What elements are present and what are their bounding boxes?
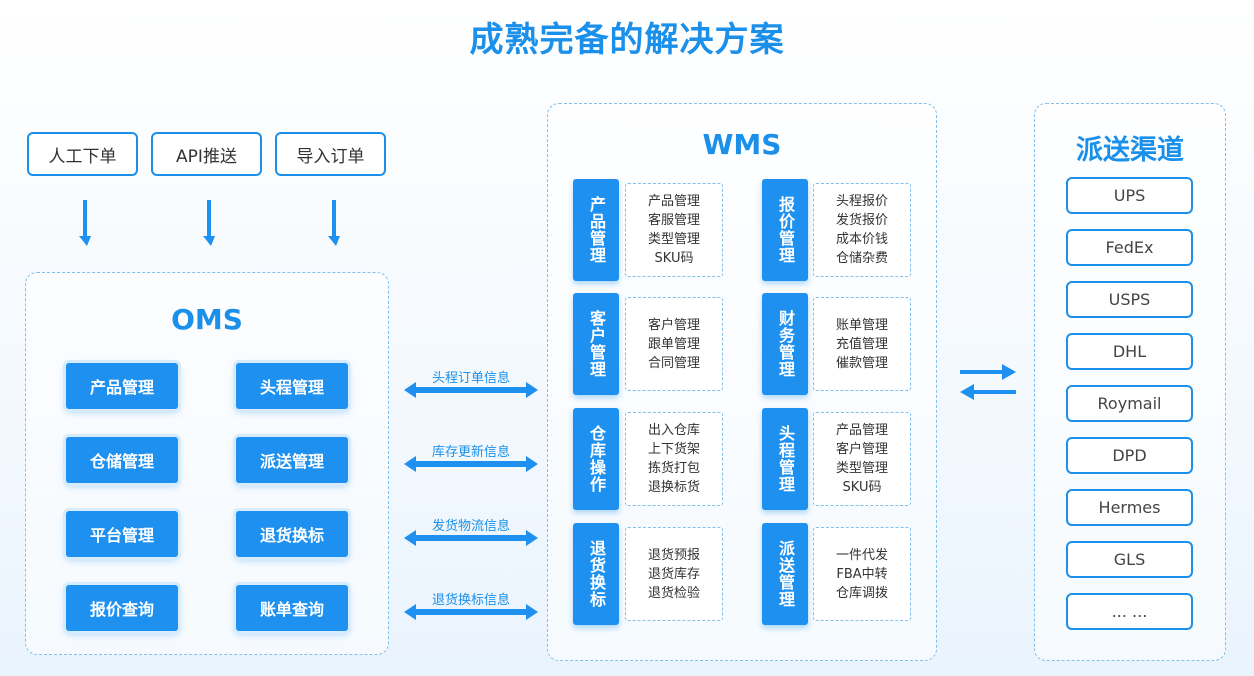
wms-module-item: 退货检验 xyxy=(647,585,700,601)
oms-bill-button[interactable]: 账单查询 xyxy=(236,585,348,631)
wms-module-list: 产品管理 客服管理 类型管理 SKU码 xyxy=(625,183,723,277)
wms-module-head[interactable]: 头程管理 xyxy=(762,408,808,510)
wms-module-item: 类型管理 xyxy=(835,461,888,476)
double-arrow-icon xyxy=(404,456,538,472)
oms-delivery-button[interactable]: 派送管理 xyxy=(236,437,348,483)
wms-module-item: 退货预报 xyxy=(647,547,700,563)
channel-usps-button[interactable]: USPS xyxy=(1066,281,1193,318)
wms-module-item: 充值管理 xyxy=(835,336,888,352)
wms-module-item: 产品管理 xyxy=(647,194,700,209)
wms-module-item: 账单管理 xyxy=(835,317,888,333)
down-arrow-icon xyxy=(203,200,215,246)
double-arrow-icon xyxy=(404,604,538,620)
wms-module-item: 类型管理 xyxy=(647,232,700,247)
wms-module-item: 退换标货 xyxy=(647,480,700,495)
channel-ups-button[interactable]: UPS xyxy=(1066,177,1193,214)
wms-module-head[interactable]: 产品管理 xyxy=(573,179,619,281)
oms-returns-button[interactable]: 退货换标 xyxy=(236,511,348,557)
oms-title: OMS xyxy=(171,303,243,336)
down-arrow-icon xyxy=(328,200,340,246)
channel-hermes-button[interactable]: Hermes xyxy=(1066,489,1193,526)
wms-module-item: SKU码 xyxy=(654,251,694,266)
double-arrow-icon xyxy=(404,382,538,398)
wms-module-item: 头程报价 xyxy=(835,194,888,209)
wms-module-item: 客户管理 xyxy=(647,317,700,333)
wms-module-list: 账单管理 充值管理 催款管理 xyxy=(813,297,911,391)
manual-order-button[interactable]: 人工下单 xyxy=(27,132,138,176)
wms-module-item: 拣货打包 xyxy=(647,461,700,476)
flow-label: 发货物流信息 xyxy=(431,519,510,534)
wms-module-item: SKU码 xyxy=(842,480,882,495)
wms-module-item: 跟单管理 xyxy=(647,336,700,352)
oms-storage-button[interactable]: 仓储管理 xyxy=(66,437,178,483)
channel-roymail-button[interactable]: Roymail xyxy=(1066,385,1193,422)
oms-platform-button[interactable]: 平台管理 xyxy=(66,511,178,557)
oms-firstleg-button[interactable]: 头程管理 xyxy=(236,363,348,409)
channel-gls-button[interactable]: GLS xyxy=(1066,541,1193,578)
wms-module-list: 客户管理 跟单管理 合同管理 xyxy=(625,297,723,391)
flow-label: 头程订单信息 xyxy=(431,371,510,386)
flow-label: 退货换标信息 xyxy=(431,593,510,608)
oms-product-button[interactable]: 产品管理 xyxy=(66,363,178,409)
wms-module-head[interactable]: 仓库操作 xyxy=(573,408,619,510)
wms-module-item: 仓库调拨 xyxy=(835,585,888,601)
double-arrow-icon xyxy=(404,530,538,546)
wms-module-item: FBA中转 xyxy=(836,566,888,582)
wms-module-head[interactable]: 派送管理 xyxy=(762,523,808,625)
wms-module-item: 客服管理 xyxy=(647,213,700,228)
wms-module-item: 产品管理 xyxy=(835,423,888,438)
oms-quote-button[interactable]: 报价查询 xyxy=(66,585,178,631)
wms-module-item: 出入仓库 xyxy=(647,423,700,438)
wms-module-list: 出入仓库 上下货架 拣货打包 退换标货 xyxy=(625,412,723,506)
wms-module-head[interactable]: 客户管理 xyxy=(573,293,619,395)
swap-arrows-icon xyxy=(960,364,1016,400)
channel-fedex-button[interactable]: FedEx xyxy=(1066,229,1193,266)
wms-module-item: 合同管理 xyxy=(647,355,700,371)
wms-module-list: 产品管理 客户管理 类型管理 SKU码 xyxy=(813,412,911,506)
wms-module-item: 客户管理 xyxy=(835,442,888,457)
wms-module-item: 上下货架 xyxy=(647,442,700,457)
wms-module-head[interactable]: 报价管理 xyxy=(762,179,808,281)
wms-module-head[interactable]: 退货换标 xyxy=(573,523,619,625)
channel-dpd-button[interactable]: DPD xyxy=(1066,437,1193,474)
wms-module-item: 仓储杂费 xyxy=(835,251,888,266)
wms-module-item: 发货报价 xyxy=(835,213,888,228)
wms-module-list: 一件代发 FBA中转 仓库调拨 xyxy=(813,527,911,621)
down-arrow-icon xyxy=(79,200,91,246)
channel-dhl-button[interactable]: DHL xyxy=(1066,333,1193,370)
channels-title: 派送渠道 xyxy=(1076,135,1184,166)
flow-label: 库存更新信息 xyxy=(431,445,510,460)
wms-module-item: 退货库存 xyxy=(647,566,700,582)
wms-module-list: 退货预报 退货库存 退货检验 xyxy=(625,527,723,621)
wms-title: WMS xyxy=(702,128,782,161)
channel-more-button[interactable]: ... ... xyxy=(1066,593,1193,630)
page-title: 成熟完备的解决方案 xyxy=(469,20,785,60)
wms-module-item: 一件代发 xyxy=(835,547,888,563)
import-order-button[interactable]: 导入订单 xyxy=(275,132,386,176)
wms-module-list: 头程报价 发货报价 成本价钱 仓储杂费 xyxy=(813,183,911,277)
wms-module-item: 催款管理 xyxy=(835,355,888,371)
api-push-button[interactable]: API推送 xyxy=(151,132,262,176)
wms-module-head[interactable]: 财务管理 xyxy=(762,293,808,395)
wms-module-item: 成本价钱 xyxy=(835,232,888,247)
